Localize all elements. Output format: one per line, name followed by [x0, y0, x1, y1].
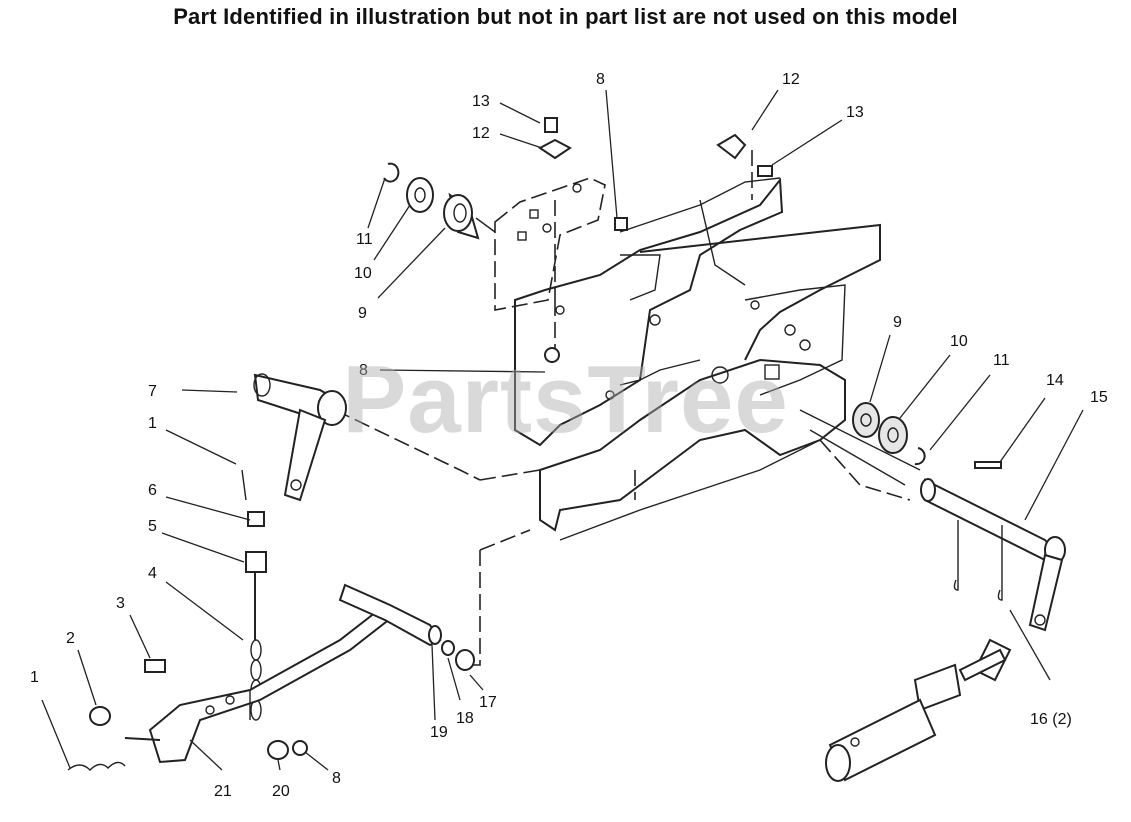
- callout-18: 18: [456, 710, 474, 727]
- lift-shaft-21: [67, 583, 475, 771]
- callout-2: 2: [66, 630, 75, 647]
- callout-9: 9: [893, 314, 902, 331]
- callout-1: 1: [30, 669, 39, 686]
- callout-12: 12: [782, 71, 800, 88]
- callout-8: 8: [359, 362, 368, 379]
- top-hardware: [538, 117, 773, 363]
- diagram-note: Part Identified in illustration but not …: [173, 4, 958, 29]
- callout-11: 11: [993, 352, 1010, 369]
- callout-10: 10: [950, 333, 968, 350]
- chain-assembly: [241, 469, 267, 721]
- callout-16: 16 (2): [1030, 711, 1072, 728]
- callout-21: 21: [214, 783, 232, 800]
- callout-7: 7: [148, 383, 157, 400]
- callout-12: 12: [472, 125, 490, 142]
- bushing-set-upper: [383, 162, 496, 240]
- callout-labels: 13 12 8 12 13 11 10 9 8 7 1 6 5 4 3 2 1 …: [30, 71, 1108, 800]
- callout-9: 9: [358, 305, 367, 322]
- callout-10: 10: [354, 265, 372, 282]
- callout-13: 13: [846, 104, 864, 121]
- callout-4: 4: [148, 565, 157, 582]
- callout-5: 5: [148, 518, 157, 535]
- callout-1: 1: [148, 415, 157, 432]
- callout-14: 14: [1046, 372, 1064, 389]
- callout-6: 6: [148, 482, 157, 499]
- callout-17: 17: [479, 694, 497, 711]
- hydraulic-cylinder: [825, 638, 1012, 782]
- callout-8: 8: [332, 770, 341, 787]
- callout-8: 8: [596, 71, 605, 88]
- callout-19: 19: [430, 724, 448, 741]
- lift-lever-7: [253, 373, 347, 502]
- leader-lines: [41, 89, 1084, 771]
- right-shaft-assembly: [799, 402, 1066, 632]
- callout-20: 20: [272, 783, 290, 800]
- callout-15: 15: [1090, 389, 1108, 406]
- callout-3: 3: [116, 595, 125, 612]
- callout-13: 13: [472, 93, 490, 110]
- callout-11: 11: [356, 231, 373, 248]
